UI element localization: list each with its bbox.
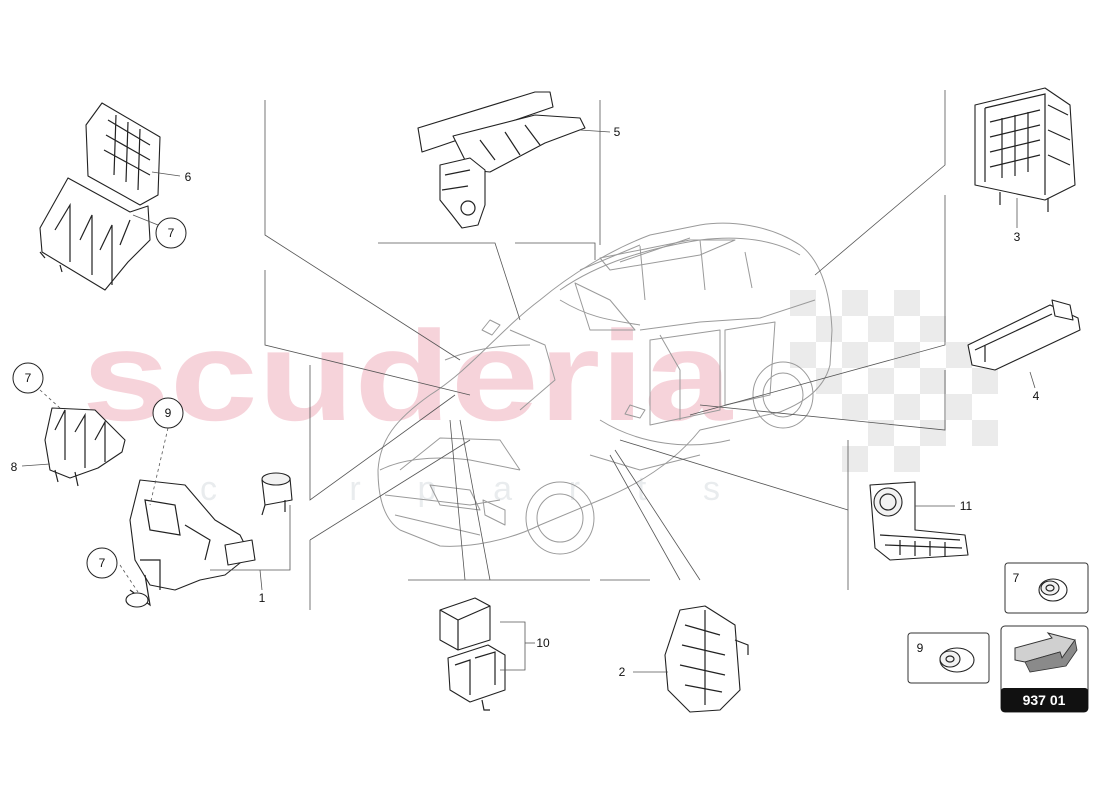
detail-box-9: 9 [907,632,990,684]
part-11-panel [869,481,969,561]
callout-5: 5 [614,125,621,139]
callout-2: 2 [619,665,626,679]
part-8-relay-holder [44,407,126,487]
svg-text:7: 7 [99,556,106,570]
callout-3: 3 [1014,230,1021,244]
watermark-brand: scuderia [82,305,733,448]
part-3-control-unit [974,87,1076,212]
callout-4: 4 [1033,389,1040,403]
vehicle-outline [377,222,833,555]
callout-8: 8 [11,460,18,474]
callout-circle-9a: 9 [152,397,184,429]
part-1-fuse-box [125,472,293,608]
detail-box-7-label: 7 [1013,571,1020,585]
callout-1: 1 [259,591,266,605]
part-5-fuse-carrier [417,91,586,229]
detail-box-7: 7 [1004,562,1089,614]
detail-box-9-label: 9 [917,641,924,655]
callout-circle-7c: 7 [86,547,118,579]
callout-11: 11 [960,499,973,513]
diagram-code-badge: 937 01 [1000,625,1089,713]
callout-6: 6 [185,170,192,184]
part-6-relay-holder [39,102,161,291]
part-2-holder [664,605,749,713]
dashed-guides [39,389,169,593]
diagram-code: 937 01 [1023,692,1066,708]
callout-10: 10 [536,636,550,650]
callout-circle-7b: 7 [12,362,44,394]
svg-text:9: 9 [165,406,172,420]
svg-text:7: 7 [25,371,32,385]
leader-lines [264,90,946,610]
part-10-relay [439,597,506,711]
callout-circle-7a: 7 [155,217,187,249]
part-4-bracket [967,299,1081,371]
svg-text:7: 7 [168,226,175,240]
checkered-flag-watermark [790,290,998,472]
